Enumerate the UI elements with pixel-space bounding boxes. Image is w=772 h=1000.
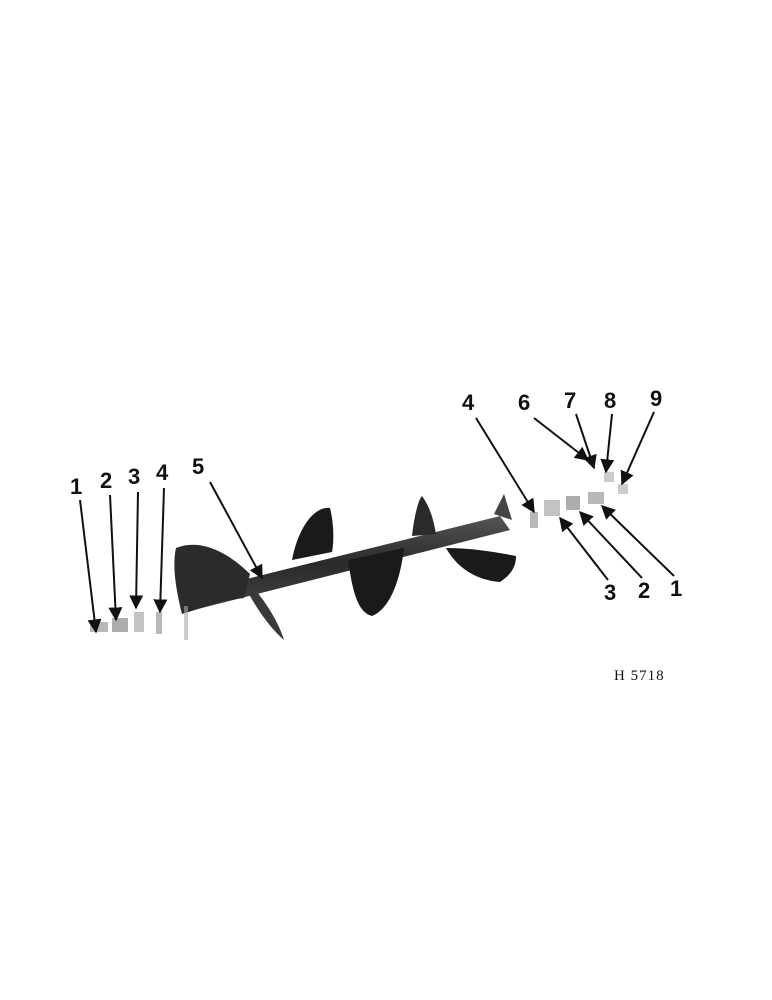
- leader-right-bottom-1: [600, 505, 675, 577]
- auger-flight-6: [446, 548, 516, 582]
- figure-code: H 5718: [614, 668, 665, 684]
- auger-flight-3: [292, 507, 334, 560]
- leader-left-4: [153, 487, 168, 614]
- leader-lines: [79, 411, 675, 634]
- leader-right-top-4: [475, 417, 535, 514]
- part-3-right: [544, 500, 560, 516]
- part-3-left: [134, 612, 144, 632]
- leader-right-bottom-2: [579, 510, 643, 579]
- callout-left-1: 1: [70, 474, 82, 499]
- callout-right-top-8: 8: [604, 388, 616, 413]
- callout-right-top-7: 7: [564, 388, 576, 413]
- part-4-left: [156, 612, 162, 634]
- leader-right-top-7: [575, 413, 597, 470]
- callouts-right-bottom: 3 2 1: [604, 576, 682, 605]
- callout-right-bottom-2: 2: [638, 578, 650, 603]
- callout-right-bottom-1: 1: [670, 576, 682, 601]
- callout-right-top-4: 4: [462, 390, 475, 415]
- leader-right-top-6: [533, 417, 590, 461]
- part-1-right: [588, 492, 604, 504]
- leader-right-top-8: [600, 413, 615, 474]
- part-4-right: [530, 512, 538, 528]
- callouts-left: 1 2 3 4 5: [70, 454, 204, 499]
- part-9: [618, 484, 628, 494]
- callout-right-bottom-3: 3: [604, 580, 616, 605]
- part-2-left: [112, 618, 128, 632]
- auger-flight-left: [174, 544, 250, 614]
- right-end-parts: [530, 472, 628, 528]
- callout-left-5: 5: [192, 454, 204, 479]
- auger-shaft: [178, 516, 510, 612]
- callout-left-3: 3: [128, 464, 140, 489]
- auger-flight-4: [348, 548, 404, 616]
- part-2-right: [566, 496, 580, 510]
- leader-left-5: [209, 481, 263, 580]
- leader-right-top-9: [620, 411, 655, 486]
- auger-flight-5: [412, 496, 436, 536]
- part-shaft-stub-left: [184, 606, 188, 640]
- leader-right-bottom-3: [559, 516, 609, 581]
- callout-right-top-9: 9: [650, 386, 662, 411]
- callouts-right-top: 4 6 7 8 9: [462, 386, 662, 415]
- callout-right-top-6: 6: [518, 390, 530, 415]
- left-end-parts: [90, 606, 188, 640]
- leader-left-2: [108, 494, 123, 622]
- auger-assembly: [174, 494, 516, 640]
- part-7-8: [604, 472, 614, 482]
- auger-flight-right-tip: [494, 494, 512, 520]
- callout-left-4: 4: [156, 460, 169, 485]
- auger-flight-2: [248, 582, 284, 640]
- leader-left-3: [129, 491, 144, 610]
- leader-left-1: [79, 499, 102, 634]
- callout-left-2: 2: [100, 468, 112, 493]
- part-1-left: [90, 622, 108, 632]
